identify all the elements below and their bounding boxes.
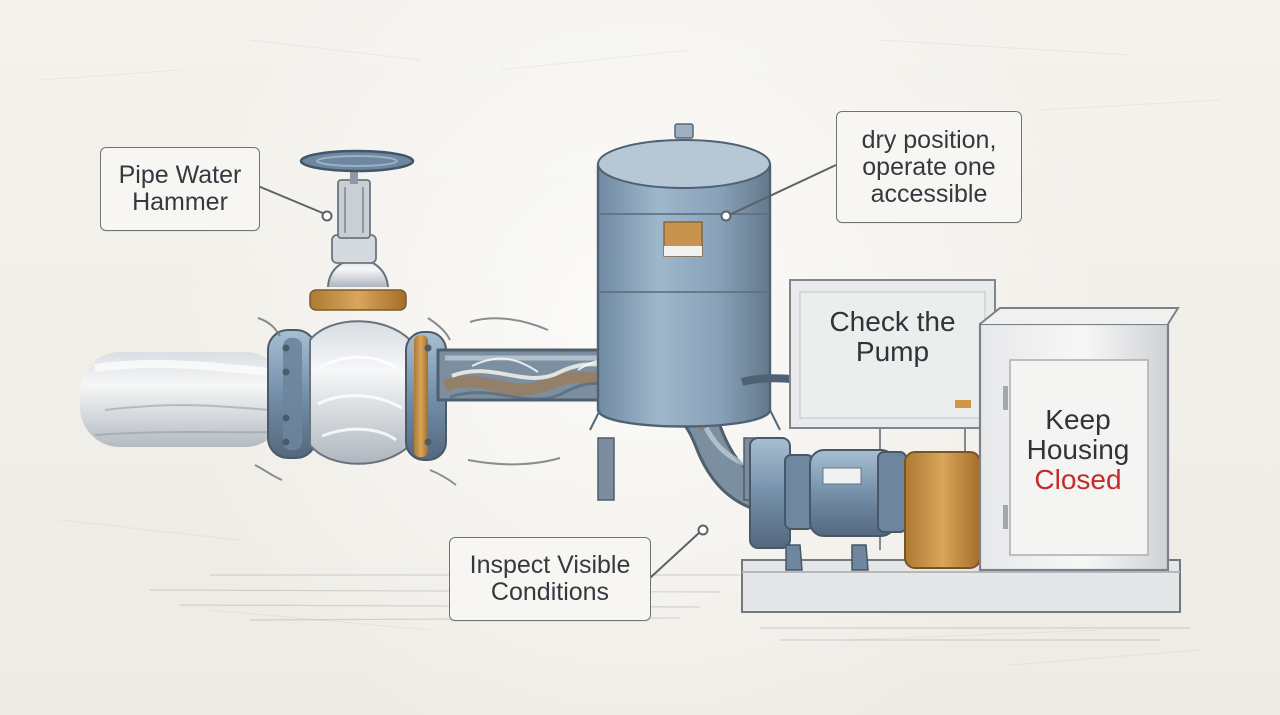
dry-position-callout: dry position, operate one accessible [836,111,1022,223]
pipe-water-hammer-line-1: Pipe Water [118,161,242,189]
vibration-marks [254,317,561,486]
inlet-pipe [80,352,285,447]
keep-housing-label: Keep Housing Closed [1012,394,1144,506]
keep-housing-line-1: Keep [1045,403,1111,435]
keep-housing-line-2: Housing [1026,433,1130,465]
callout-connectors [257,164,837,579]
check-pump-label: Check the Pump [805,298,980,376]
control-panel-back [789,279,996,550]
inspect-visible-callout: Inspect Visible Conditions [449,537,651,621]
dry-position-line-1: dry position, [861,125,997,154]
pump-assembly [749,437,981,571]
pipe-water-hammer-callout: Pipe Water Hammer [100,147,260,231]
valve-body [299,149,415,465]
left-flange [267,329,317,459]
inspect-visible-line-2: Conditions [490,578,610,606]
pump-housing [978,307,1180,572]
keep-housing-warning: Closed [1034,464,1122,496]
check-pump-line-1: Check the [829,305,956,337]
dry-position-line-3: accessible [870,179,988,208]
dry-position-line-2: operate one [862,152,996,181]
inspect-visible-line-1: Inspect Visible [469,551,631,579]
right-flange [405,331,447,461]
pipe-water-hammer-line-2: Hammer [132,188,228,216]
paper-texture [39,39,1221,666]
check-pump-line-2: Pump [855,336,930,367]
